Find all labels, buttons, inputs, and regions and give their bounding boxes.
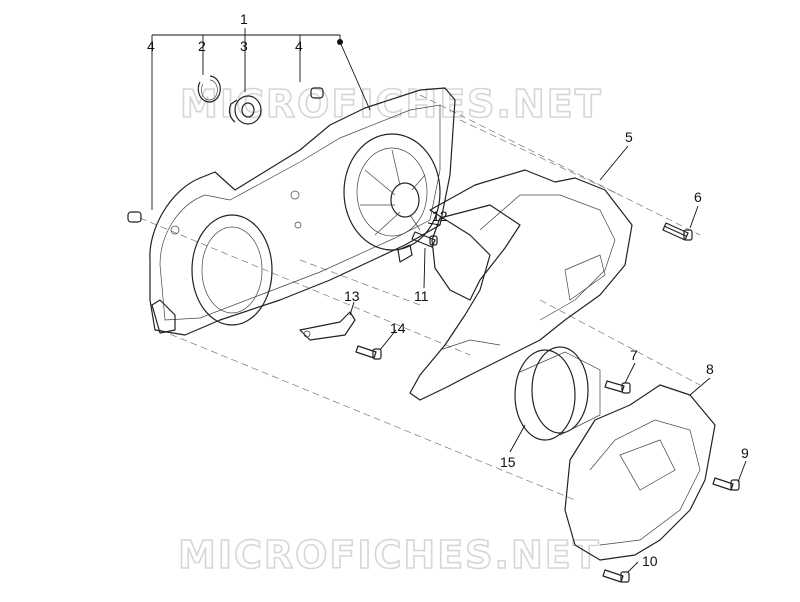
- clip-11: [397, 244, 413, 263]
- circlip-part: [197, 75, 221, 103]
- bolt-10: [602, 569, 630, 583]
- bolt-11: [411, 231, 438, 248]
- bolt-7: [604, 380, 631, 394]
- callout-14: 14: [390, 320, 406, 336]
- callout-9: 9: [741, 445, 749, 461]
- bolt-9: [712, 477, 740, 491]
- bolt-14: [355, 345, 382, 360]
- callout-12: 12: [432, 208, 448, 224]
- leader-lines: [349, 145, 747, 573]
- bolt-6: [662, 222, 693, 241]
- callout-3: 3: [240, 38, 248, 54]
- dowel-pin-left: [127, 211, 142, 223]
- callout-4a: 4: [147, 38, 155, 54]
- watermark-top: MICROFICHES.NET: [180, 82, 603, 126]
- callout-6: 6: [694, 189, 702, 205]
- callout-1: 1: [240, 11, 248, 27]
- watermark-bottom: MICROFICHES.NET: [178, 533, 601, 577]
- callout-10: 10: [642, 553, 658, 569]
- callout-11: 11: [414, 288, 429, 304]
- dowel-pin-upper: [310, 87, 324, 99]
- duct-cover-part: [564, 384, 716, 561]
- callout-15: 15: [500, 454, 516, 470]
- alignment-lines: [139, 94, 701, 501]
- callout-5: 5: [625, 129, 633, 145]
- callout-8: 8: [706, 361, 714, 377]
- callouts: 1 2 3 4 4 5 6 7 8 9 10 11 12 13 14 15: [147, 11, 749, 569]
- callout-13: 13: [344, 288, 360, 304]
- inner-panel-part: [431, 204, 521, 301]
- group-bracket: [151, 28, 371, 210]
- ring-duct-part: [514, 346, 601, 441]
- transmission-cover: [149, 87, 456, 336]
- bearing-part: [228, 95, 262, 125]
- outer-cover-part: [409, 169, 633, 401]
- callout-7: 7: [630, 347, 638, 363]
- callout-2: 2: [198, 38, 206, 54]
- callout-4b: 4: [295, 38, 303, 54]
- bracket-13: [299, 311, 356, 341]
